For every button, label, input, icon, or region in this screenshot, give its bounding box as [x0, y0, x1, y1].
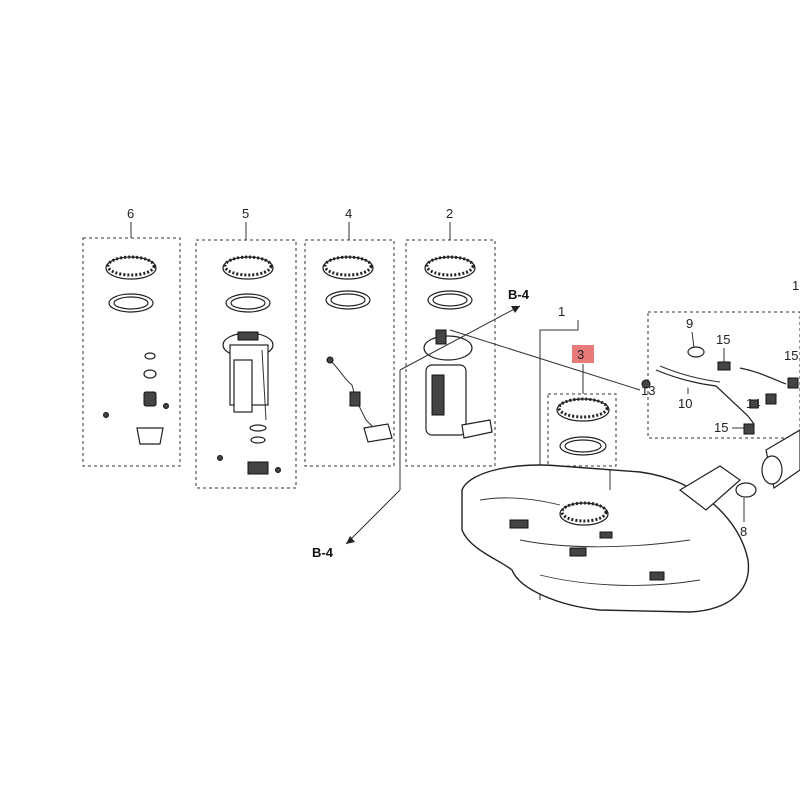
pump-small-parts-icon [217, 424, 281, 475]
dashed-box-right [647, 311, 800, 439]
arrowhead-b4-bottom [346, 536, 355, 544]
callout-9: 9 [686, 316, 693, 331]
group-4: 4 [304, 206, 395, 467]
gasket-icon [427, 290, 473, 310]
lock-ring-icon [424, 255, 476, 280]
callout-2: 2 [446, 206, 453, 221]
ref-arrow-b4-bottom [345, 489, 401, 545]
sender-parts-icon [103, 352, 169, 445]
fuel-pump-icon [222, 331, 274, 421]
hose-9-icon [687, 346, 705, 358]
ref-label-b4-top: B-4 [508, 287, 530, 302]
clamp-8-icon [735, 482, 757, 498]
callout-5: 5 [242, 206, 249, 221]
callout-15a: 15 [716, 332, 730, 347]
fuel-level-sender-icon [326, 356, 393, 443]
callout-1-edge: 1 [792, 278, 799, 293]
reference-b4-top: B-4 [399, 287, 530, 371]
gasket-icon [325, 290, 371, 310]
callout-1: 1 [558, 304, 565, 319]
leader-pump-to-13 [449, 329, 641, 391]
group-5: 5 [195, 206, 297, 489]
dashed-box-2 [405, 239, 496, 467]
reference-b4-bottom: B-4 [312, 370, 401, 560]
callout-4: 4 [345, 206, 352, 221]
dashed-box-3 [547, 393, 617, 467]
gasket-icon [559, 436, 607, 456]
gasket-icon [225, 293, 271, 313]
group-2: 2 [405, 206, 496, 467]
callout-10: 10 [678, 396, 692, 411]
lock-ring-icon [105, 255, 157, 280]
group-6: 6 [82, 206, 181, 467]
callout-8: 8 [740, 524, 747, 539]
ref-arrow-b4-top [399, 305, 521, 371]
dashed-box-4 [304, 239, 395, 467]
dashed-box-6 [82, 237, 181, 467]
clip-15a-icon [717, 361, 731, 371]
ref-label-b4-bottom: B-4 [312, 545, 334, 560]
fuel-pump-icon [423, 329, 493, 439]
arrowhead-b4-top [511, 306, 520, 313]
callout-15b: 15 [784, 348, 798, 363]
group-1: 1 3 [539, 304, 617, 600]
filler-assembly: 9 15 15 10 13 14 15 8 1 [641, 278, 800, 539]
highlight-3 [572, 345, 594, 363]
callout-3: 3 [577, 347, 584, 362]
clip-15c-icon [743, 423, 755, 435]
leader-9 [691, 331, 695, 349]
lock-ring-icon [222, 255, 274, 280]
clip-13-icon [641, 379, 651, 389]
callout-6: 6 [127, 206, 134, 221]
fuel-tank-icon [461, 464, 750, 613]
gasket-icon [108, 293, 154, 313]
lock-ring-icon [322, 255, 374, 280]
dashed-box-5 [195, 239, 297, 489]
callout-15c: 15 [714, 420, 728, 435]
lock-ring-icon [556, 397, 610, 422]
breather-tube-icon [655, 369, 755, 425]
clip-15b-icon [787, 377, 799, 389]
